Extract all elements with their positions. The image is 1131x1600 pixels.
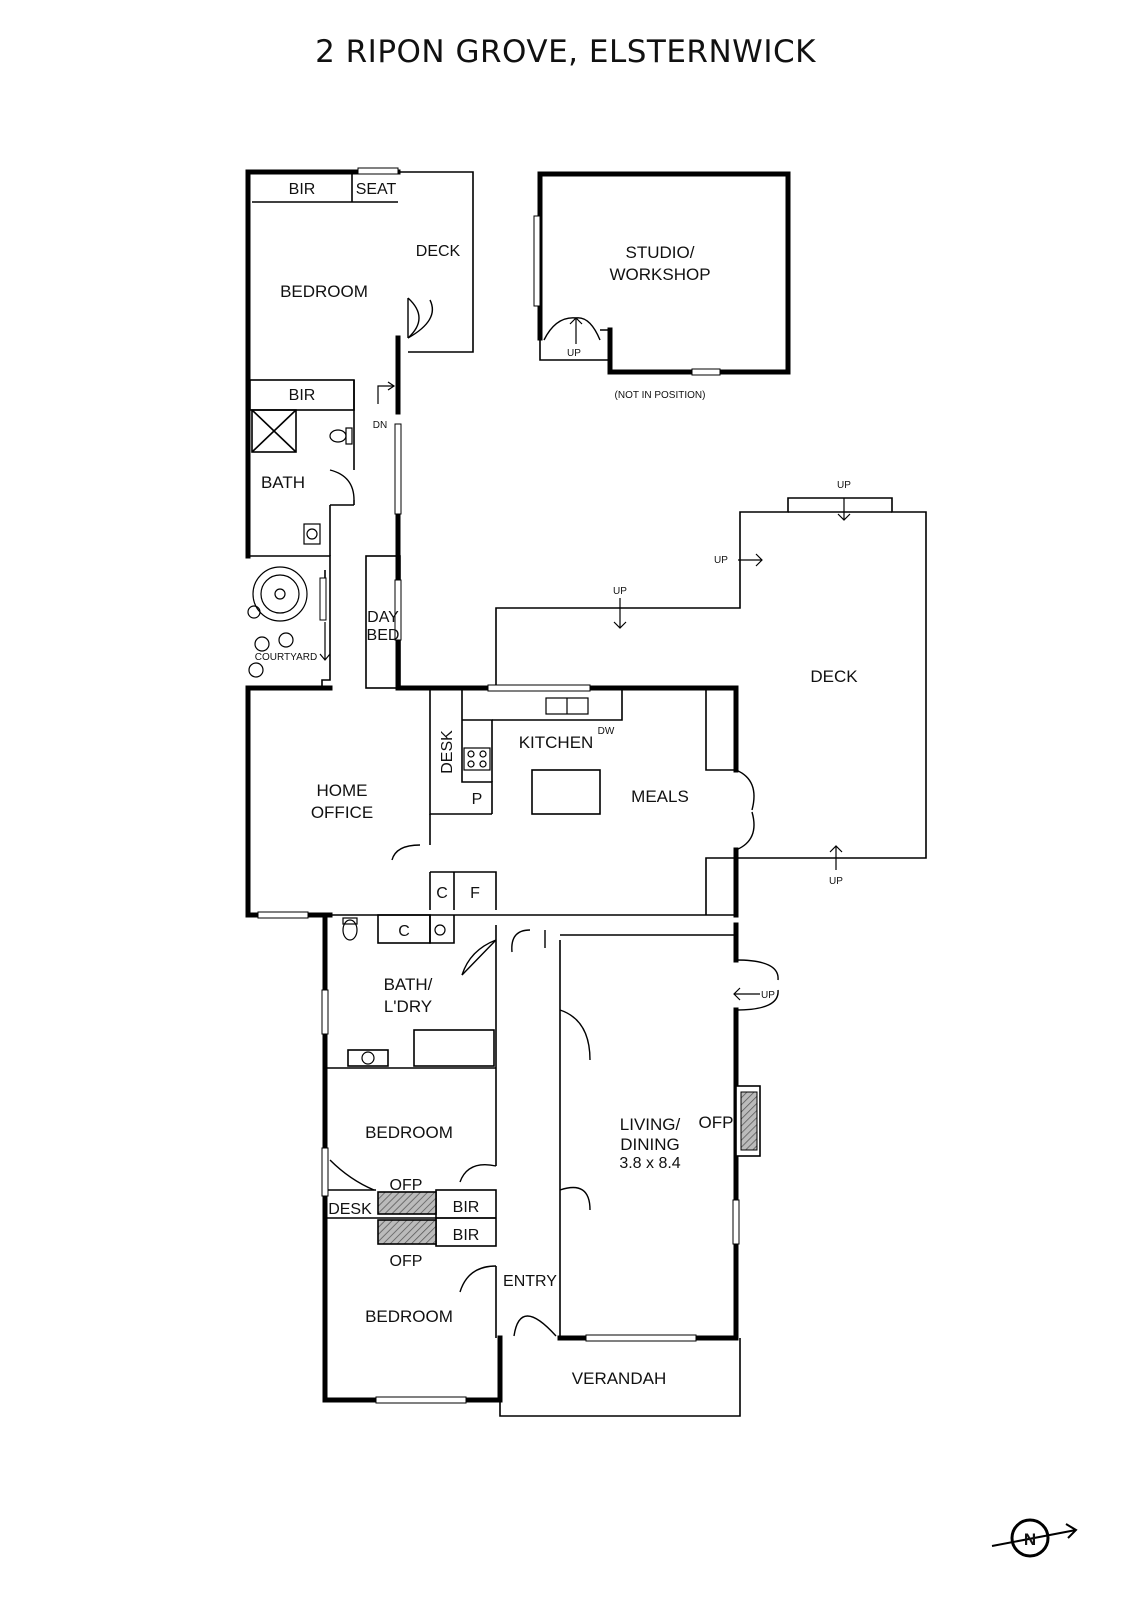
cupboard-label-2: C (398, 923, 410, 940)
bir-mid-label: BIR (289, 387, 316, 404)
living-dining-dimensions: 3.8 x 8.4 (619, 1155, 680, 1172)
bedroom-bottom-label: BEDROOM (365, 1307, 453, 1326)
dw-label: DW (598, 726, 615, 737)
bedroom-mid-label: BEDROOM (365, 1123, 453, 1142)
day-bed-label-1: DAY (367, 609, 399, 626)
windows (257, 167, 740, 1404)
verandah-label: VERANDAH (572, 1369, 666, 1388)
home-office-label-2: OFFICE (311, 803, 373, 822)
pantry-label: P (472, 791, 483, 808)
fridge-label: F (470, 885, 480, 902)
living-dining-label-2: DINING (620, 1135, 680, 1154)
bir-bedroom-label-2: BIR (453, 1227, 480, 1244)
bedroom-top-label: BEDROOM (280, 282, 368, 301)
kitchen-label: KITCHEN (519, 733, 594, 752)
not-in-position-label: (NOT IN POSITION) (615, 390, 706, 401)
meals-label: MEALS (631, 787, 689, 806)
desk-bedroom-label: DESK (328, 1201, 372, 1218)
ofp-bedroom-label-1: OFP (390, 1177, 423, 1194)
north-pointer (991, 1518, 1078, 1558)
up-living-label: UP (761, 990, 775, 1001)
dn-label: DN (373, 420, 387, 431)
cupboard-label-1: C (436, 885, 448, 902)
seat-label: SEAT (356, 181, 397, 198)
interior-walls (248, 171, 927, 1417)
doors (329, 297, 779, 1337)
bath-label: BATH (261, 473, 305, 492)
bath-ldry-label-2: L'DRY (384, 997, 432, 1016)
ofp-bedroom-label-2: OFP (390, 1253, 423, 1270)
fixtures (303, 427, 589, 1065)
bir-top-label: BIR (289, 181, 316, 198)
studio-label-2: WORKSHOP (609, 265, 710, 284)
day-bed-label-2: BED (367, 627, 400, 644)
desk-kitchen-label: DESK (439, 730, 456, 774)
bath-ldry-label-1: BATH/ (384, 975, 433, 994)
studio-up-label: UP (567, 348, 581, 359)
stair-arrows (319, 317, 851, 1001)
bir-bedroom-label-1: BIR (453, 1199, 480, 1216)
plan-title: 2 RIPON GROVE, ELSTERNWICK (315, 34, 816, 70)
ofp-living-label: OFP (699, 1113, 734, 1132)
courtyard-plants (247, 566, 308, 678)
north-label: N (1024, 1530, 1036, 1549)
entry-label: ENTRY (503, 1273, 557, 1290)
home-office-label-1: HOME (317, 781, 368, 800)
studio-label-1: STUDIO/ (626, 243, 695, 262)
deck-large-label: DECK (810, 667, 858, 686)
up-deck-left-label: UP (714, 555, 728, 566)
courtyard-label: COURTYARD (255, 652, 317, 663)
deck-small-label: DECK (416, 243, 461, 260)
living-dining-label-1: LIVING/ (620, 1115, 681, 1134)
up-deck-mid-label: UP (613, 586, 627, 597)
up-deck-top-label: UP (837, 480, 851, 491)
up-deck-bottom-label: UP (829, 876, 843, 887)
